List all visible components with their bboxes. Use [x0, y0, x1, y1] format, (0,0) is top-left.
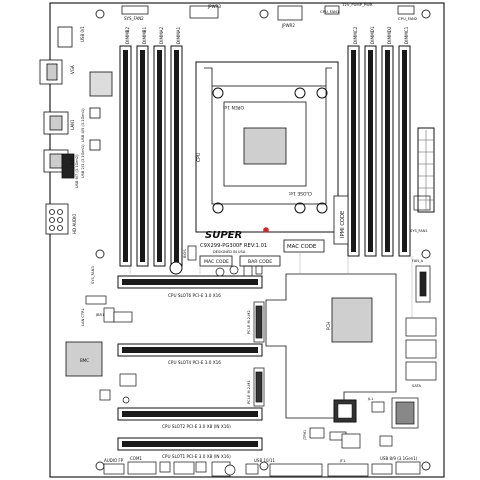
open-label: OPEN 1st: [223, 104, 244, 110]
pcb-traces: [129, 252, 413, 318]
bar-code: BAR CODE: [248, 259, 272, 265]
lan-ctrl-label: LAN CTRL: [81, 308, 85, 326]
pch-outline: [265, 273, 397, 419]
com1-label: COM1: [130, 456, 142, 461]
jbr1-label: JBR1: [95, 313, 104, 317]
sys-fan3-label: SYS_FAN3: [91, 266, 95, 284]
super-io-die: [337, 403, 353, 419]
usb23-label: USB 2/3 (3.1Gen1): [81, 144, 85, 178]
lan2-label: LAN2: [70, 157, 75, 168]
cpu-socket: [195, 61, 339, 233]
slot6-label: CPU SLOT6 PCI-E 3.0 X16: [168, 293, 221, 298]
pcie-slots: [117, 275, 263, 451]
sata-connectors: [391, 317, 437, 429]
pch-chip: [331, 297, 373, 343]
model-label: C9X299-PG300F REV:1.01: [200, 243, 267, 249]
slot1-label: CPU SLOT1 PCI-E 3.0 X8 (IN X16): [162, 454, 231, 459]
bottom-headers: [103, 461, 421, 477]
hd-audio-label: HD AUDIO: [72, 214, 77, 234]
mounting-holes: [95, 9, 431, 471]
dimm-c2-label: DIMMC2: [353, 26, 358, 44]
dimm-b2-label: DIMMB2: [125, 26, 130, 44]
dimm-a2-label: DIMMA2: [159, 26, 164, 44]
brand-dot: [263, 227, 269, 233]
left-headers: [85, 295, 137, 404]
brand-logo: SUPER: [205, 230, 242, 241]
board-outline: [49, 2, 445, 478]
audio-fp-label: AUDIO FP: [104, 458, 124, 463]
dimm-slots-right: [347, 45, 411, 257]
vga-label: VGA: [70, 65, 75, 74]
lan1-label: LAN1: [70, 119, 75, 130]
usb89-label: USB 8/9 (3.1Gen1): [380, 456, 418, 461]
jl1-label: JL1: [367, 397, 373, 401]
small-components: [215, 195, 431, 303]
bios-label: BIOS: [183, 249, 187, 258]
jpwr3-label: JPWR3: [207, 4, 221, 9]
usb45-label: USB 4/5 (3.1Gen1): [81, 108, 85, 142]
bmc-label: BMC: [80, 358, 89, 363]
ipmi-code: IPMI CODE: [340, 211, 346, 238]
cpu-fan1-label: CPU_FAN1: [320, 9, 340, 14]
m2-slots: [253, 301, 265, 407]
jf1-label: JF1: [339, 459, 345, 463]
m2-m1-label: PCI-E M.2-M1: [247, 380, 251, 404]
misc-headers: [309, 401, 393, 449]
mac-code-2: MAC CODE: [287, 244, 317, 250]
sys-fan2-label: SYS_FAN2: [124, 16, 144, 21]
bmc-chip: [65, 341, 103, 377]
bios-chip: [187, 245, 197, 261]
usb01-label: USB 0/1: [80, 26, 85, 42]
usb67-label: USB 6/7 (3.1Gen2): [75, 154, 79, 188]
code-boxes: [199, 195, 349, 267]
mac-code-1: MAC CODE: [204, 259, 229, 265]
rear-io: [39, 26, 113, 235]
slot2-label: CPU SLOT2 PCI-E 3.0 X8 (IN X16): [162, 424, 231, 429]
dimm-slots-left: [119, 45, 183, 267]
sys-fan1-label: SYS_FAN1: [410, 229, 428, 233]
dimm-b1-label: DIMMB1: [142, 26, 147, 44]
cpu-fan2-label: CPU_FAN2: [398, 16, 418, 21]
fan-a-label: FAN_A: [412, 259, 424, 263]
battery: [169, 261, 183, 275]
sata-label: SATA: [412, 384, 421, 388]
slot4-label: CPU SLOT4 PCI-E 3.0 X16: [168, 360, 221, 365]
dimm-d2-label: DIMMD2: [387, 26, 392, 44]
close-label: CLOSE 1st: [289, 190, 312, 196]
designed-in-label: DESIGNED IN USA: [213, 250, 246, 254]
usb1011-label: USB 10/11: [254, 458, 275, 463]
m2-m2-label: PCI-E M.2-M2: [247, 310, 251, 334]
dimm-d1-label: DIMMD1: [370, 26, 375, 44]
pch-label: PCH: [326, 322, 331, 330]
dimm-c1-label: DIMMC1: [404, 26, 409, 44]
jtpm1-label: JTPM1: [303, 430, 307, 441]
cpu-label: CPU: [196, 153, 202, 162]
top-headers: [121, 5, 415, 21]
dimm-a1-label: DIMMA1: [176, 26, 181, 44]
pump-pwr-label: 12V_PUMP_PWR: [342, 2, 373, 7]
jpwr2-label: JPWR2: [281, 23, 295, 28]
